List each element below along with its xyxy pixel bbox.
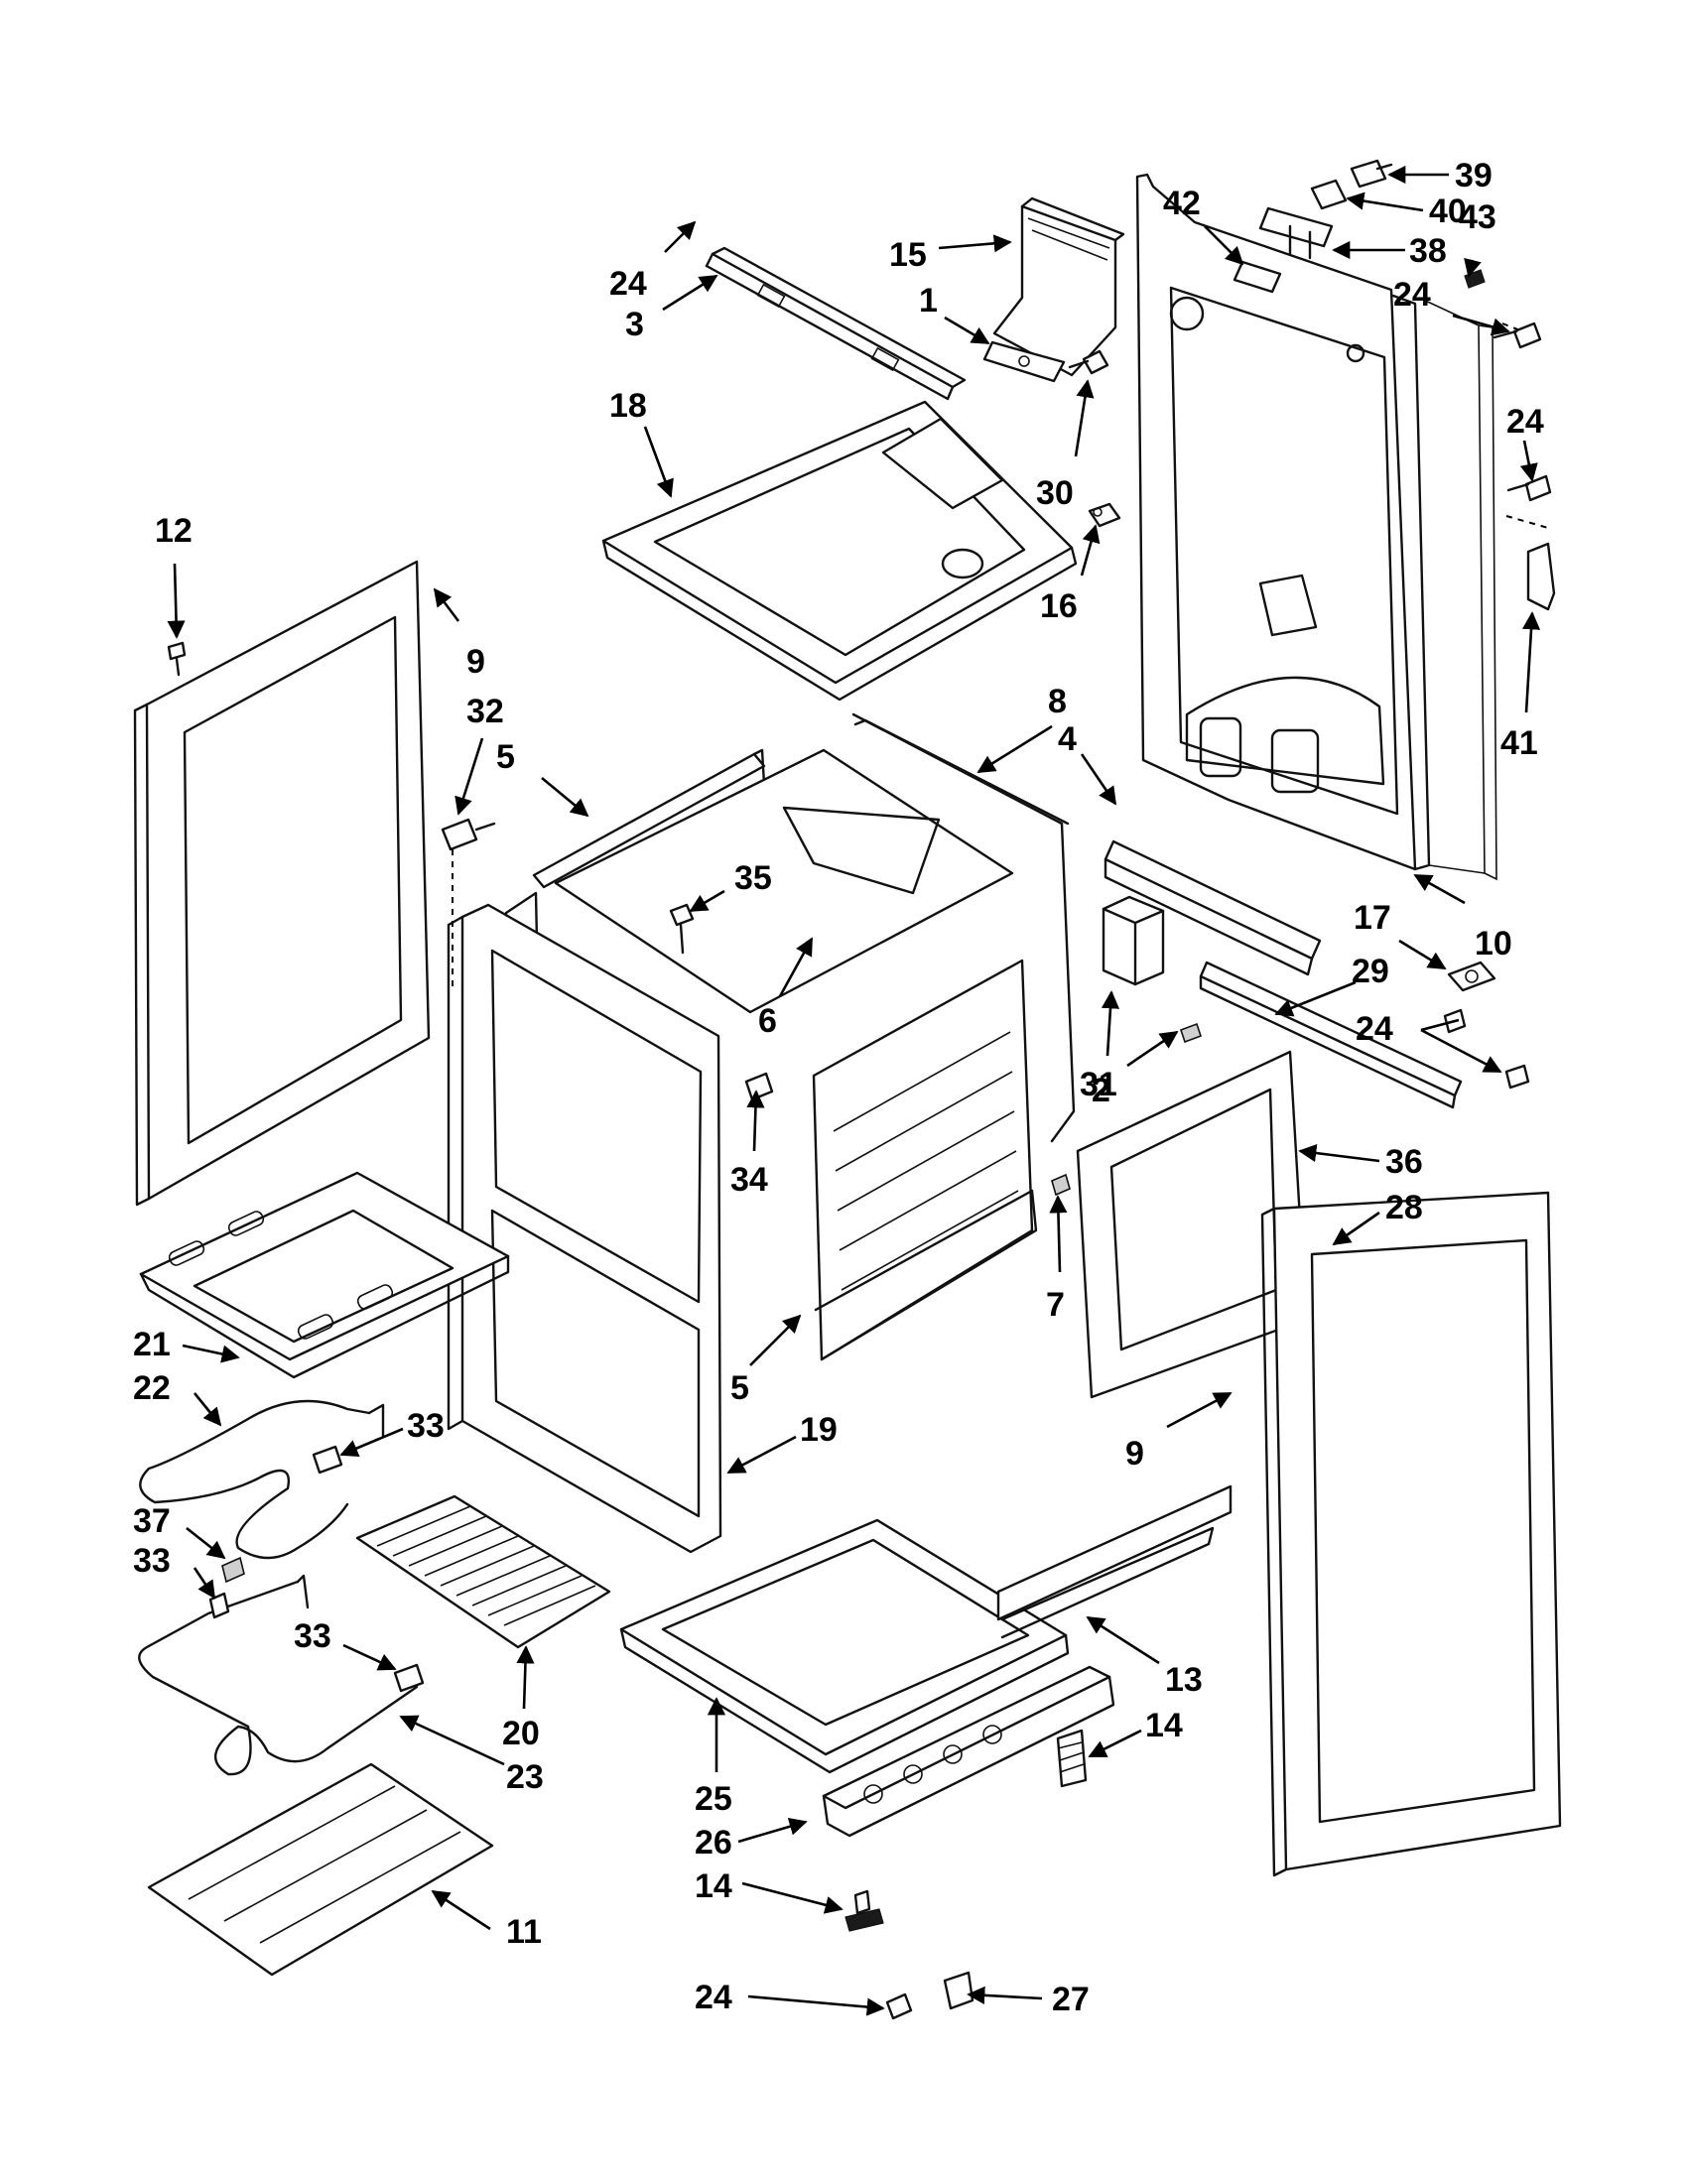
part-side-rail-top [532, 748, 766, 889]
part-leveling-legs [844, 1729, 1088, 1932]
callout-9b: 9 [1125, 1435, 1144, 1473]
part-rear-hardware [1233, 159, 1552, 502]
callout-4: 4 [1058, 720, 1077, 758]
part-bottom-panel [619, 1518, 1070, 1774]
callout-9a: 9 [466, 643, 485, 681]
part-oven-rack [355, 1494, 611, 1649]
callout-31: 31 [1080, 1066, 1117, 1103]
part-rear-cover [1526, 542, 1556, 611]
callout-5b: 5 [730, 1369, 749, 1407]
callout-26: 26 [695, 1824, 732, 1862]
callout-leaders [167, 165, 1541, 2016]
callout-3: 3 [625, 306, 644, 343]
part-side-rack-panel [812, 959, 1038, 1361]
part-screw-12 [167, 641, 187, 677]
callout-5a: 5 [496, 738, 515, 776]
callout-numbers: 24 3 18 15 1 30 16 42 39 40 43 38 24 24 … [133, 157, 1544, 2018]
part-bracket-37 [221, 1556, 245, 1584]
callout-33c: 33 [294, 1617, 331, 1655]
callout-42: 42 [1163, 185, 1201, 222]
callout-33a: 33 [407, 1407, 445, 1445]
part-terminal-33a [312, 1445, 343, 1475]
callout-24d: 24 [1356, 1010, 1393, 1048]
callout-38: 38 [1409, 232, 1447, 270]
callout-14a: 14 [1145, 1707, 1183, 1744]
part-vent-duct [992, 196, 1125, 377]
callout-17: 17 [1354, 899, 1391, 937]
callout-30: 30 [1036, 474, 1074, 512]
part-cooktop-panel [601, 400, 1078, 702]
callout-33b: 33 [133, 1542, 171, 1580]
callout-24a: 24 [609, 265, 647, 303]
callout-32: 32 [466, 693, 504, 730]
part-pan-frame [139, 1171, 510, 1379]
callout-24b: 24 [1393, 276, 1431, 314]
callout-37: 37 [133, 1502, 171, 1540]
callout-22: 22 [133, 1369, 171, 1407]
part-kick-panel [996, 1484, 1233, 1639]
callout-39: 39 [1455, 157, 1493, 194]
callout-41: 41 [1500, 724, 1538, 762]
callout-23: 23 [506, 1758, 544, 1796]
part-small-bracket [982, 340, 1066, 383]
callout-35: 35 [734, 859, 772, 897]
part-top-brace [705, 246, 967, 401]
callout-29: 29 [1352, 953, 1389, 990]
callout-1: 1 [919, 282, 938, 320]
callout-10: 10 [1475, 925, 1512, 963]
part-screw-32 [441, 818, 496, 992]
part-broil-element [138, 1574, 419, 1776]
part-front-frame [447, 903, 722, 1554]
callout-12: 12 [155, 512, 193, 550]
part-cavity-rear-side [851, 712, 1076, 1143]
callout-27: 27 [1052, 1981, 1090, 2018]
callout-11: 11 [506, 1913, 542, 1951]
callout-40: 40 [1429, 193, 1467, 230]
callout-25: 25 [695, 1780, 732, 1818]
callout-8: 8 [1048, 683, 1067, 720]
callout-2: 2 [1092, 1072, 1110, 1109]
callout-7: 7 [1046, 1286, 1065, 1324]
part-insulation-block [1102, 895, 1165, 986]
callout-43: 43 [1459, 198, 1496, 236]
callout-15: 15 [889, 236, 927, 274]
callout-28: 28 [1385, 1189, 1423, 1226]
callout-6: 6 [758, 1002, 777, 1040]
part-clip [1088, 502, 1121, 528]
part-bake-element [139, 1399, 385, 1560]
part-side-shield [1076, 1050, 1308, 1399]
callout-24e: 24 [695, 1979, 732, 2016]
part-bottom-fasteners [885, 1971, 974, 2020]
part-side-panel-left [133, 560, 431, 1207]
callout-14b: 14 [695, 1867, 732, 1905]
part-side-panel-right [1260, 1191, 1562, 1877]
callout-36: 36 [1385, 1143, 1423, 1181]
callout-34: 34 [730, 1161, 768, 1199]
callout-16: 16 [1040, 587, 1078, 625]
callout-19: 19 [800, 1411, 838, 1449]
callout-20: 20 [502, 1715, 540, 1752]
part-terminal-33b [208, 1592, 425, 1693]
part-drawer-bracket [822, 1665, 1115, 1838]
callout-21: 21 [133, 1326, 171, 1363]
callout-24c: 24 [1506, 403, 1544, 441]
part-rear-panel [1135, 173, 1549, 881]
part-drawer-liner [147, 1762, 494, 1977]
part-screw-30 [1068, 349, 1109, 375]
callout-13: 13 [1165, 1661, 1203, 1699]
callout-18: 18 [609, 387, 647, 425]
part-front-rail [1104, 839, 1322, 976]
